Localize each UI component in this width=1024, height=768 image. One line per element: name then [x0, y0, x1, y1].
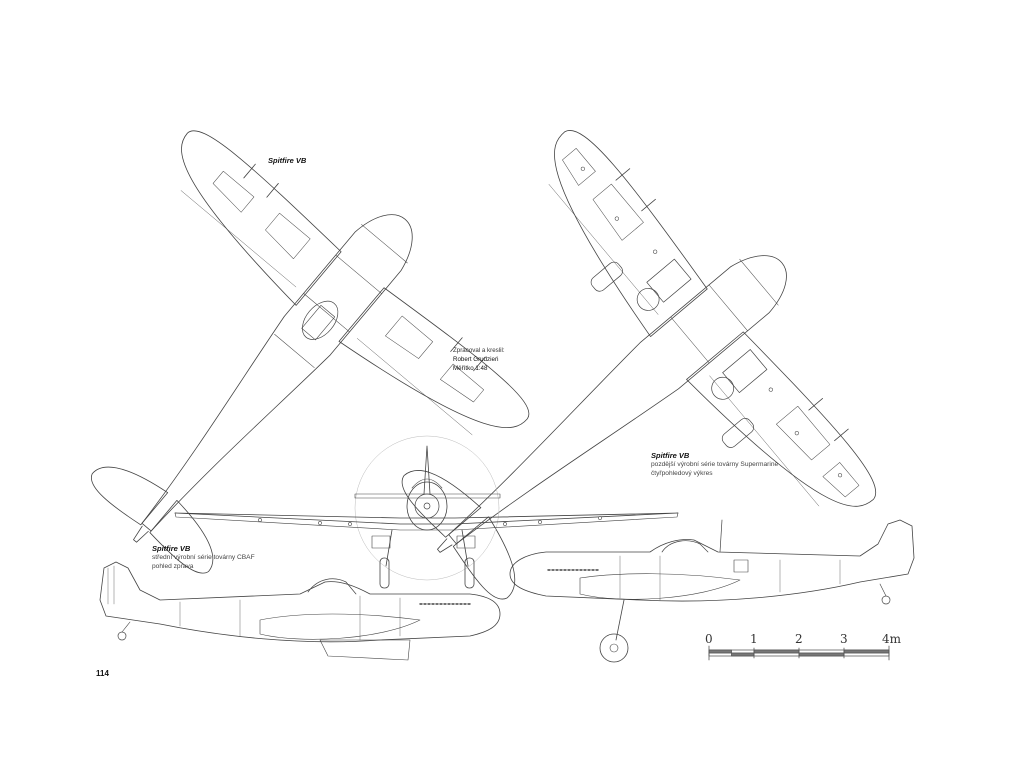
side-view-right-drawing: [99, 561, 501, 661]
credit-scale: Měřítko 1:48: [453, 365, 488, 372]
bottom-view-drawing: [401, 130, 877, 600]
side-view-line1: střední výrobní série továrny CBAF: [152, 554, 255, 561]
scale-label-0: 0: [705, 632, 713, 646]
scale-label-4m: 4m: [882, 632, 902, 646]
side-view-left-drawing: [509, 519, 915, 663]
top-view-drawing: [90, 130, 530, 574]
top-view-title: Spitfire VB: [268, 156, 307, 165]
top-view-caption: Spitfire VB: [268, 156, 306, 165]
scale-label-3: 3: [840, 632, 848, 646]
scale-label-1: 1: [750, 632, 758, 646]
bottom-view-caption: Spitfire VB pozdější výrobní série továr…: [651, 451, 778, 478]
side-view-caption: Spitfire VB střední výrobní série továrn…: [152, 544, 255, 571]
bottom-view-title: Spitfire VB: [651, 451, 690, 460]
side-view-title: Spitfire VB: [152, 544, 191, 553]
bottom-view-line1: pozdější výrobní série továrny Supermari…: [651, 461, 779, 468]
scale-bar: [708, 645, 890, 661]
page-number: 114: [96, 669, 109, 678]
side-view-line2: pohled zprava: [152, 563, 194, 570]
drawing-credit: Zpracoval a kreslil: Robert Grudzień Měř…: [453, 346, 505, 373]
credit-line1: Zpracoval a kreslil:: [453, 347, 505, 354]
scale-label-2: 2: [795, 632, 803, 646]
credit-author: Robert Grudzień: [453, 356, 499, 363]
bottom-view-line2: čtyřpohledový výkres: [651, 470, 713, 477]
front-view-drawing: [174, 435, 679, 589]
